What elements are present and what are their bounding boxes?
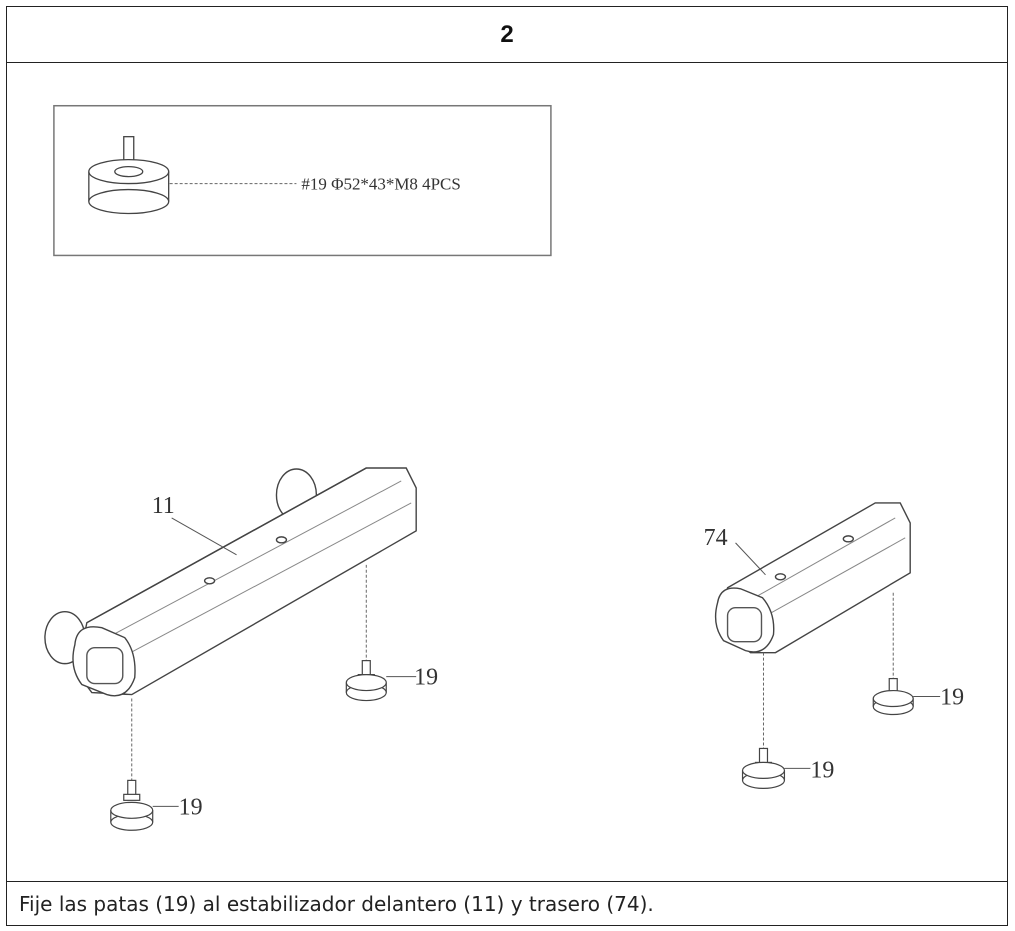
foot-19-front-right	[345, 660, 387, 702]
label-foot-b: 19	[179, 794, 203, 820]
instruction-panel: 2 #19 Φ52*43*M8 4PCS	[6, 6, 1008, 926]
label-rear-stabilizer: 74	[704, 525, 728, 551]
part-callout: #19 Φ52*43*M8 4PCS	[301, 175, 460, 194]
label-foot-c: 19	[940, 685, 964, 711]
label-front-stabilizer: 11	[152, 493, 175, 519]
front-stabilizer	[44, 467, 417, 697]
foot-19-rear-right	[872, 677, 914, 716]
foot-19-front-left	[110, 779, 154, 831]
label-foot-a: 19	[414, 665, 438, 691]
rear-stabilizer	[714, 502, 911, 654]
parts-inset: #19 Φ52*43*M8 4PCS	[53, 104, 552, 257]
step-number: 2	[7, 7, 1007, 63]
label-foot-d: 19	[810, 757, 834, 783]
foot-part-icon	[88, 136, 170, 215]
assembly-drawing: #19 Φ52*43*M8 4PCS 11	[44, 104, 964, 831]
foot-19-rear-left	[741, 747, 786, 789]
instruction-text: Fije las patas (19) al estabilizador del…	[7, 881, 1007, 925]
